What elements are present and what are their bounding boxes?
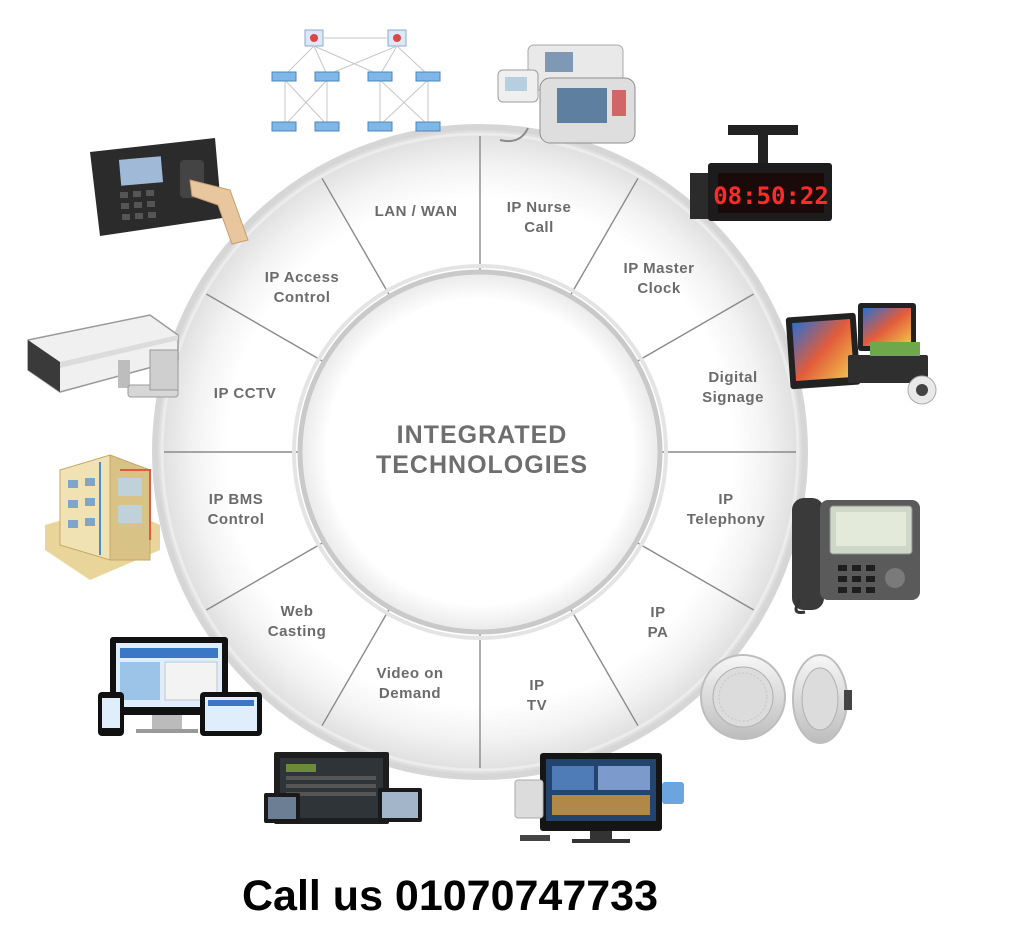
segment-divider-line <box>205 542 323 611</box>
ip-phone-icon <box>792 498 920 614</box>
ceiling-speaker-icon <box>700 654 852 744</box>
segment-dividers <box>164 136 796 768</box>
segment-divider-line <box>637 293 755 362</box>
network-topology-icon <box>271 29 441 132</box>
segment-lan-wan-label: LAN / WAN <box>375 203 458 220</box>
ip-tv-icon <box>514 753 684 843</box>
inner-circle <box>297 269 663 635</box>
segment-divider-line <box>205 293 323 362</box>
web-casting-devices-icon <box>98 637 262 736</box>
clock-display-text: 08:50:22 <box>713 182 829 210</box>
segment-divider-line <box>321 609 390 727</box>
inner-circle-shadow <box>292 264 668 640</box>
center-label-line2: TECHNOLOGIES <box>376 451 588 479</box>
cctv-camera-icon <box>27 314 179 398</box>
master-clock-icon: 08:50:22 <box>690 125 832 221</box>
segment-ip-cctv-label: IP CCTV <box>214 385 276 402</box>
segment-divider-line <box>570 609 639 727</box>
outer-ring-edge <box>160 132 800 772</box>
building-bms-icon <box>45 454 160 580</box>
digital-signage-icon <box>785 303 937 405</box>
video-on-demand-icon <box>264 752 422 824</box>
call-us-text: Call us 01070747733 <box>242 872 658 920</box>
segment-divider-line <box>637 542 755 611</box>
center-label-line1: INTEGRATED <box>397 421 568 449</box>
segment-divider-line <box>321 177 390 295</box>
nurse-call-terminal-icon <box>497 44 636 144</box>
segment-divider-line <box>570 177 639 295</box>
fingerprint-access-icon <box>90 138 249 245</box>
